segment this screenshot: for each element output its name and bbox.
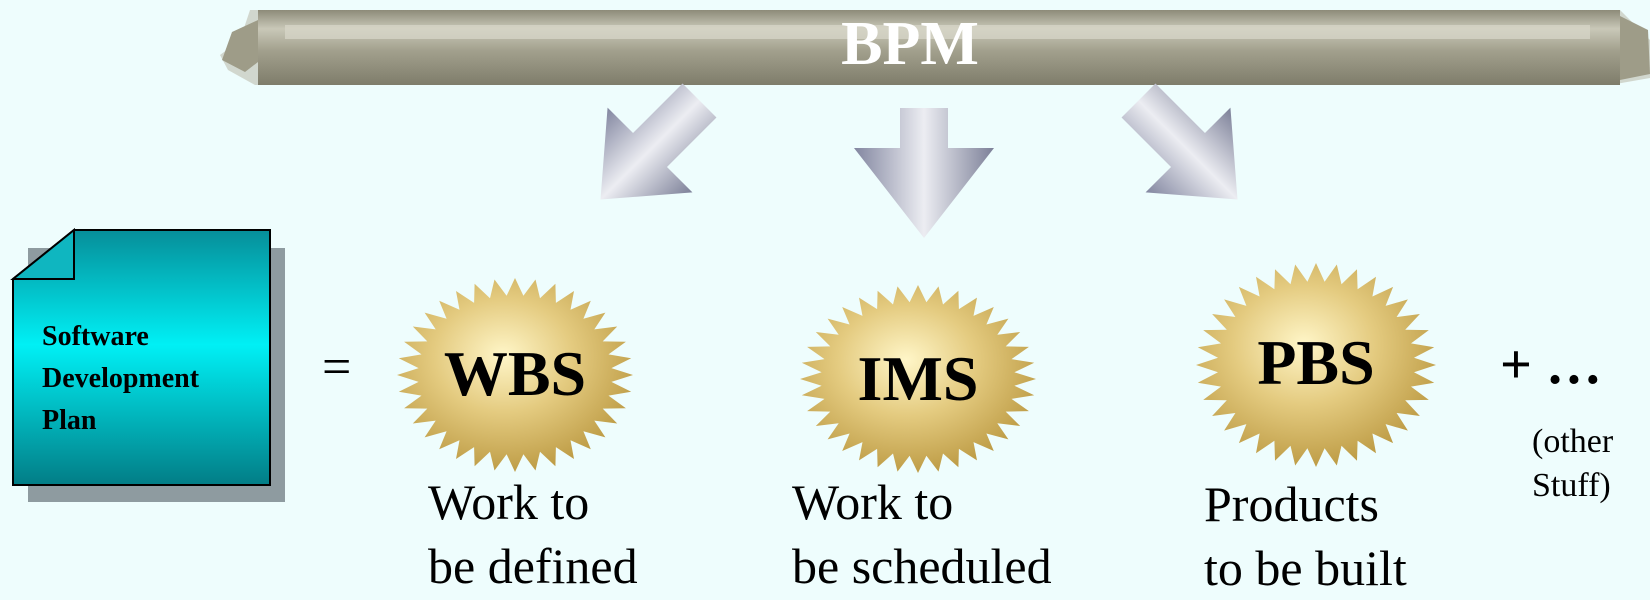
arrow-left [600,83,717,200]
other-stuff-note: (other Stuff) [1532,420,1613,508]
document-line-3: Plan [42,405,97,436]
wbs-caption-line-1: Work to [428,474,590,530]
wbs-caption-line-2: be defined [428,538,638,594]
plus-ellipsis: + … [1500,334,1602,396]
wbs-label: WBS [443,338,587,409]
other-stuff-line-2: Stuff) [1532,467,1611,504]
pbs-caption-line-2: to be built [1204,540,1407,596]
pbs-label: PBS [1257,327,1375,398]
ims-caption-line-2: be scheduled [792,538,1052,594]
other-stuff-line-1: (other [1532,423,1614,460]
pbs-caption: Products to be built [1204,472,1407,600]
ims-label: IMS [857,343,979,414]
ims-caption-line-1: Work to [792,474,954,530]
bpm-banner [220,10,1650,85]
pbs-seal [1196,263,1436,467]
arrow-middle [854,108,994,238]
document-label: Software Development Plan [42,316,272,442]
wbs-caption: Work to be defined [428,470,638,598]
bpm-label: BPM [841,10,979,78]
wbs-seal [397,278,633,472]
document-line-2: Development [42,363,200,394]
ims-caption: Work to be scheduled [792,470,1052,598]
document-line-1: Software [42,321,149,352]
arrow-right [1121,83,1238,200]
equals-sign: = [322,339,352,396]
pbs-caption-line-1: Products [1204,476,1379,532]
ims-seal [800,285,1036,473]
software-development-plan-document [10,227,285,502]
